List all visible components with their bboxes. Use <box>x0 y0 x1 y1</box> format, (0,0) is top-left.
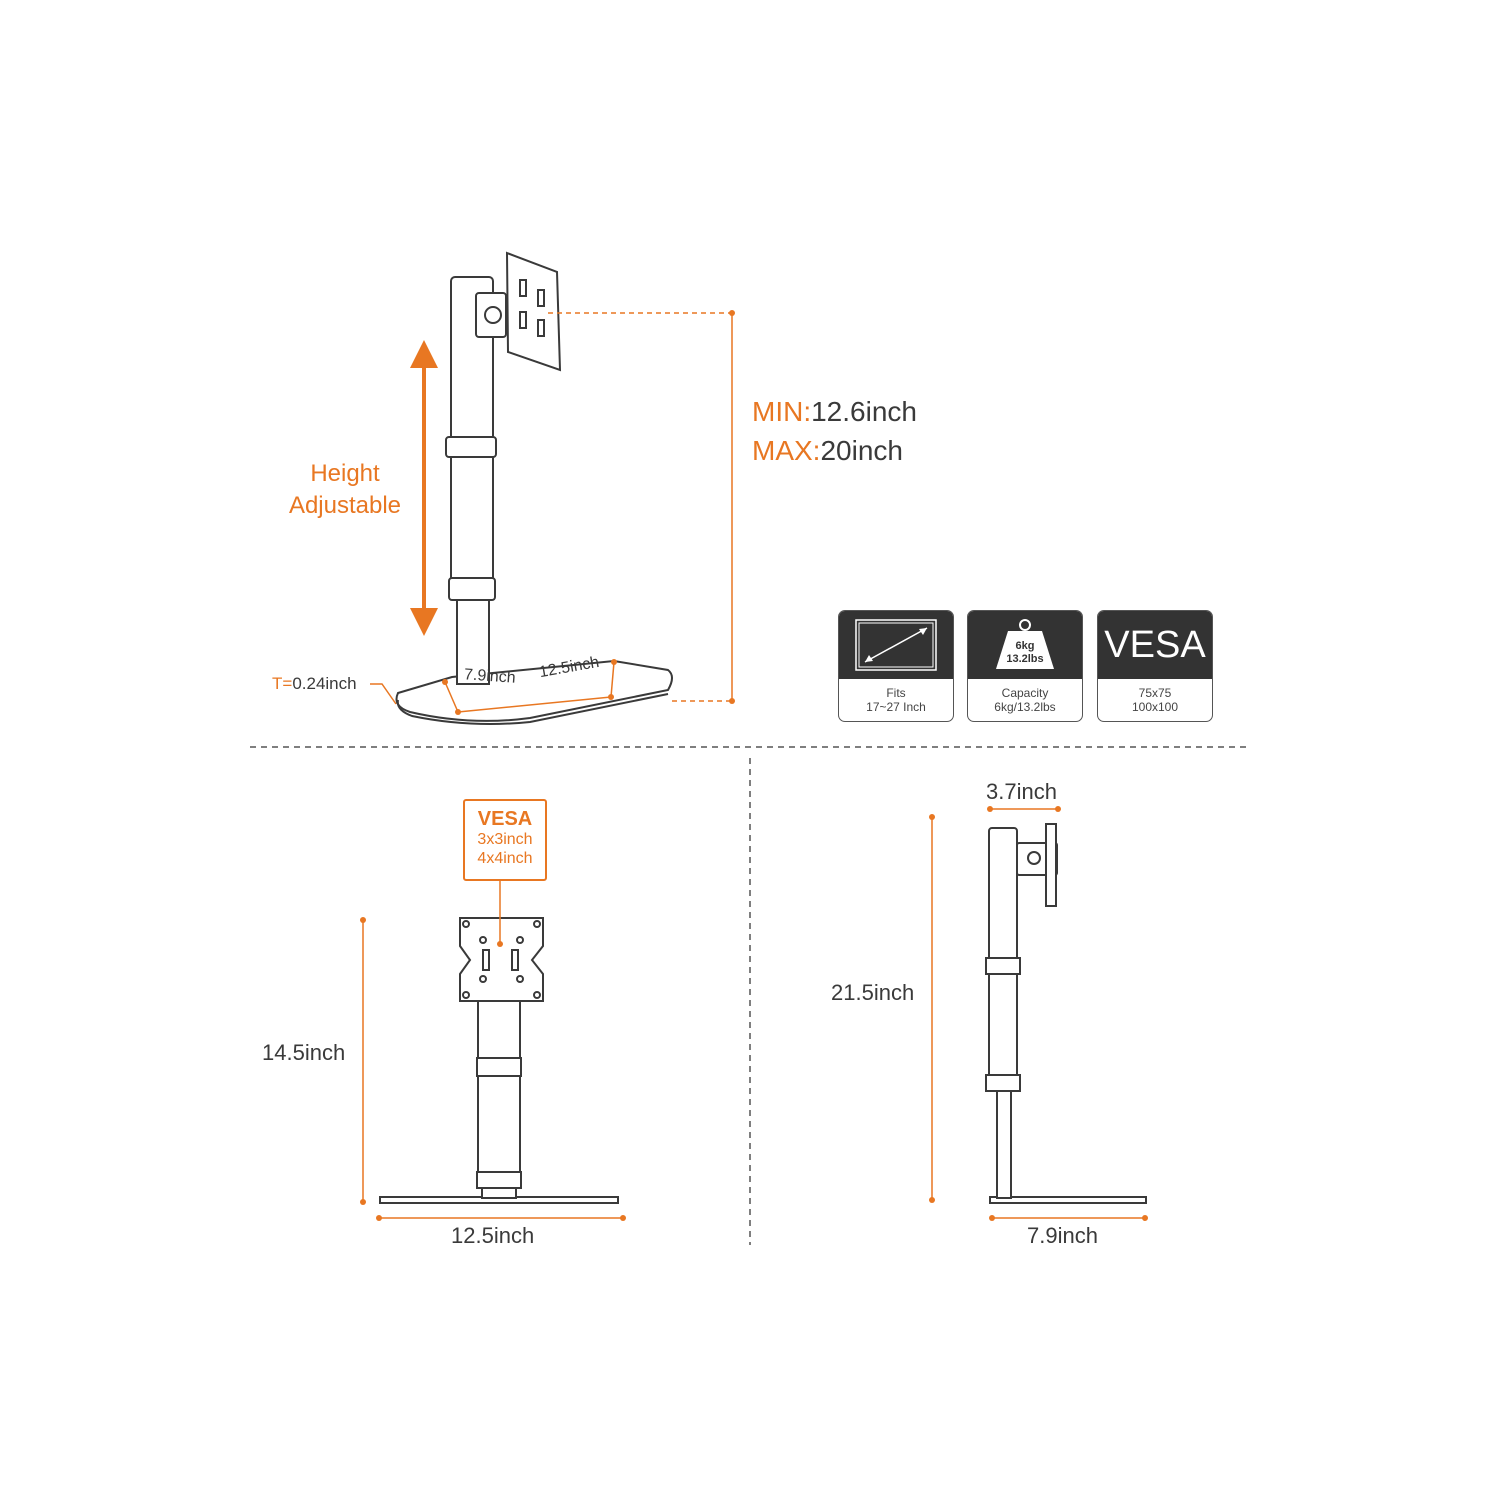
height-adjustable-arrow <box>410 340 438 636</box>
min-prefix: MIN: <box>752 396 812 427</box>
stand-profile-view <box>985 823 1147 1204</box>
max-height-label: MAX:20inch <box>752 437 903 465</box>
weight-icon <box>996 619 1054 669</box>
badge-top <box>839 611 953 679</box>
base-dimension-lines <box>370 659 617 715</box>
front-width-label: 12.5inch <box>451 1223 535 1248</box>
badge-monitor-size: Fits 17~27 Inch <box>838 610 954 722</box>
badge-caption-2: 17~27 Inch <box>866 700 926 714</box>
profile-height-label: 21.5inch <box>831 980 915 1005</box>
profile-depth-label: 7.9inch <box>1027 1223 1098 1248</box>
stand-isometric <box>395 251 673 725</box>
weight-lbs-label: 13.2lbs <box>1006 653 1044 665</box>
thickness-prefix: T= <box>272 674 293 693</box>
min-height-label: MIN:12.6inch <box>752 398 917 426</box>
badge-top: 6kg 13.2lbs <box>968 611 1082 679</box>
vesa-spec-title: VESA <box>477 808 533 830</box>
badge-caption-1: 75x75 <box>1138 686 1172 700</box>
vesa-badge-text: VESA <box>1104 624 1206 666</box>
badge-caption-2: 100x100 <box>1131 700 1179 714</box>
thickness-label: T=0.24inch <box>272 675 357 692</box>
badge-vesa: VESA 75x75 100x100 <box>1097 610 1213 722</box>
monitor-diagonal-icon <box>855 619 937 671</box>
stand-front-view <box>379 917 619 1204</box>
badge-caption-1: Fits <box>886 686 906 700</box>
front-height-label: 14.5inch <box>262 1040 346 1065</box>
min-max-dimension-line <box>548 310 735 704</box>
front-view-dimension-lines <box>360 877 626 1221</box>
max-value: 20inch <box>820 435 903 466</box>
height-adjustable-label: Height Adjustable <box>280 458 410 522</box>
weight-kg-label: 6kg <box>1015 640 1035 652</box>
height-label-line1: Height <box>310 460 380 487</box>
badge-caption-2: 6kg/13.2lbs <box>994 700 1056 714</box>
min-value: 12.6inch <box>811 396 917 427</box>
height-label-line2: Adjustable <box>288 492 402 519</box>
profile-top-width-label: 3.7inch <box>986 779 1057 804</box>
badge-top: VESA <box>1098 611 1212 679</box>
vesa-spec-line1: 3x3inch <box>477 831 533 848</box>
vesa-spec-line2: 4x4inch <box>477 850 533 867</box>
thickness-value: 0.24inch <box>292 674 357 693</box>
profile-view-dimension-lines <box>929 806 1148 1221</box>
vesa-spec-box: VESA 3x3inch 4x4inch <box>463 799 547 881</box>
max-prefix: MAX: <box>752 435 821 466</box>
badge-capacity: 6kg 13.2lbs Capacity 6kg/13.2lbs <box>967 610 1083 722</box>
badge-caption-1: Capacity <box>1001 686 1049 700</box>
